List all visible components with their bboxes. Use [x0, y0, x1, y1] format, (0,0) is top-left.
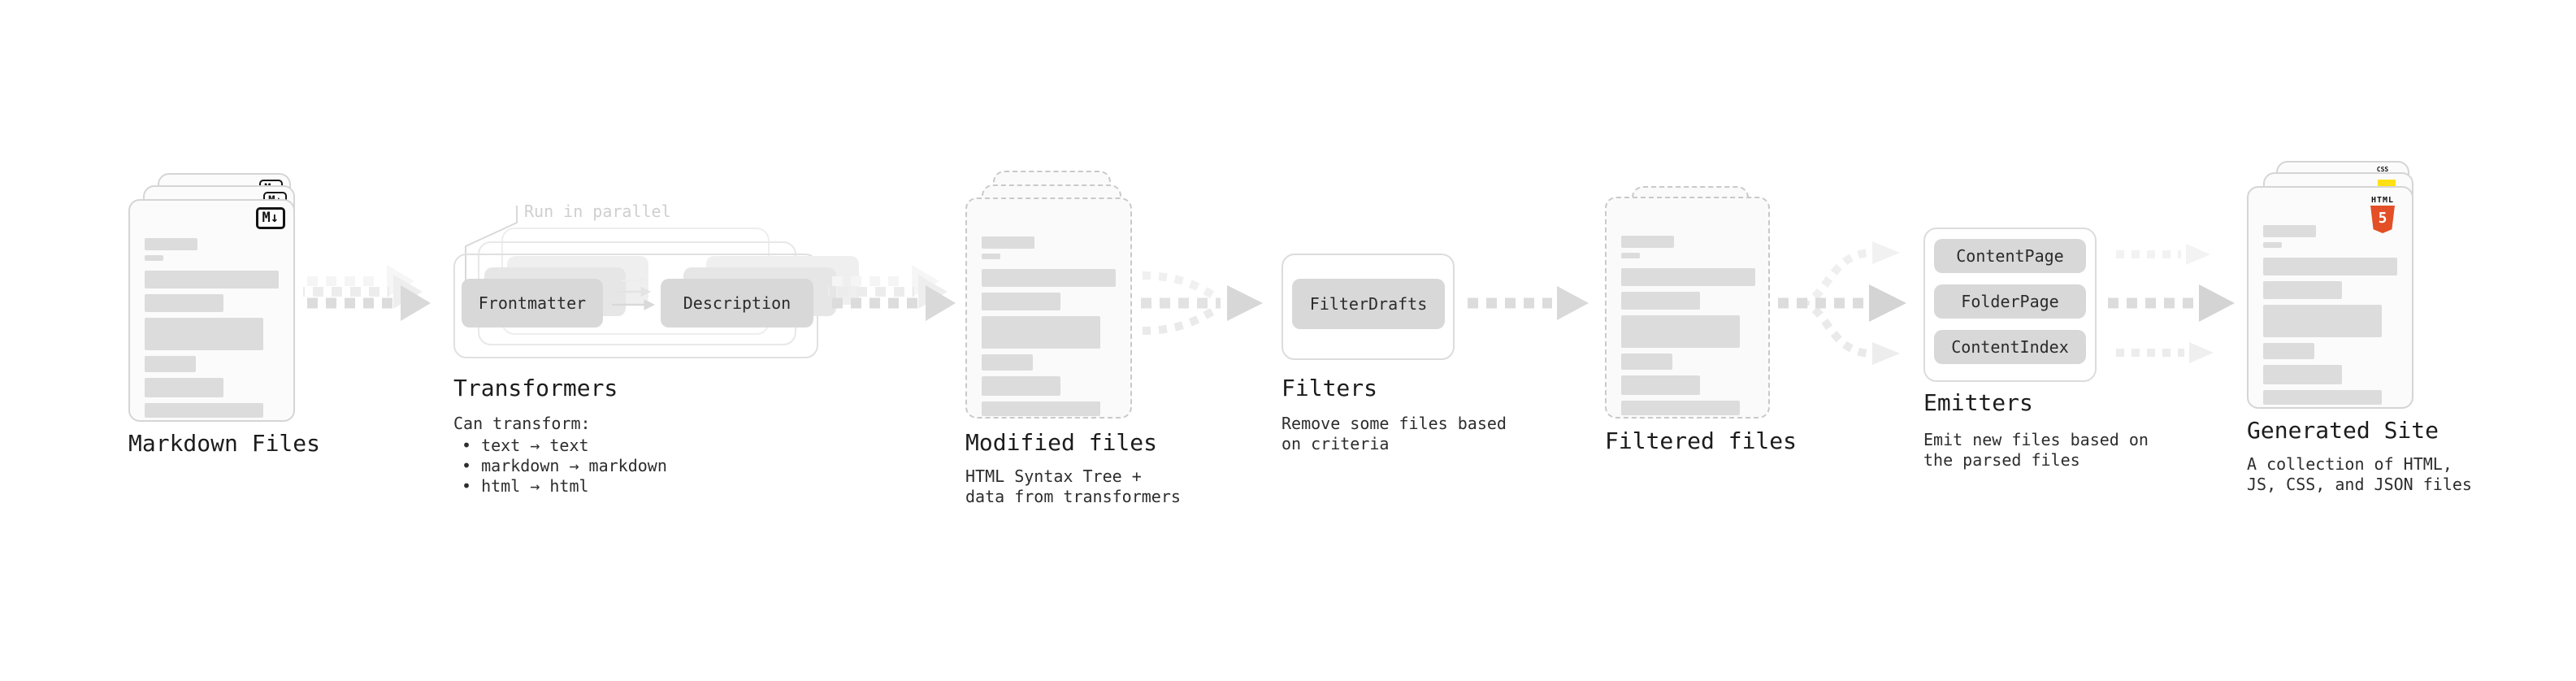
parallel-step-arrows — [612, 275, 656, 310]
transformers-bullet: • html → html — [462, 476, 589, 496]
stage-label-generated-site: Generated Site — [2247, 417, 2439, 444]
stage-label-filtered-files: Filtered files — [1605, 427, 1798, 454]
generated-site-caption: JS, CSS, and JSON files — [2247, 475, 2472, 494]
skeleton-text-bar — [2263, 281, 2342, 299]
skeleton-text-bar — [145, 238, 197, 250]
skeleton-text-bar — [145, 294, 223, 312]
skeleton-text-bar — [2263, 242, 2282, 248]
transformers-caption: Can transform: — [453, 414, 591, 433]
transformers-bullet: • text → text — [462, 436, 589, 455]
flow-arrow-4 — [1468, 286, 1589, 320]
skeleton-text-bar — [2263, 225, 2316, 237]
transformer-node-frontmatter: Frontmatter — [462, 279, 603, 327]
js-icon — [2378, 180, 2396, 189]
filter-node-filterdrafts: FilterDrafts — [1292, 279, 1445, 329]
flow-arrow-3-converge — [1141, 271, 1263, 335]
skeleton-text-bar — [1621, 401, 1740, 415]
filters-caption: on criteria — [1281, 434, 1390, 453]
modified-files-stack — [965, 171, 1136, 423]
skeleton-text-bar — [2263, 365, 2342, 384]
skeleton-text-bar — [2263, 258, 2397, 275]
skeleton-text-bar — [982, 236, 1034, 249]
markdown-icon: M↓ — [255, 207, 285, 229]
stage-label-transformers: Transformers — [453, 375, 618, 401]
generated-site-stack: CSS HTML 5 — [2247, 161, 2418, 413]
stage-label-modified-files: Modified files — [965, 429, 1158, 456]
document-sheet: HTML 5 — [2247, 186, 2413, 409]
filtered-files-stack — [1605, 186, 1776, 430]
skeleton-text-bar — [2263, 305, 2382, 337]
skeleton-text-bar — [982, 376, 1060, 396]
skeleton-text-bar — [1621, 268, 1755, 286]
skeleton-text-bar — [145, 356, 196, 372]
skeleton-text-bar — [145, 378, 223, 397]
skeleton-text-bar — [145, 271, 279, 288]
skeleton-text-bar — [1621, 236, 1674, 248]
stage-label-emitters: Emitters — [1923, 389, 2033, 416]
flow-arrow-1 — [302, 265, 431, 321]
transformers-bullet: • markdown → markdown — [462, 456, 667, 475]
skeleton-text-bar — [145, 318, 263, 350]
flow-arrow-2 — [827, 265, 956, 321]
flow-arrow-6-parallel — [2108, 244, 2235, 363]
stage-label-filters: Filters — [1281, 375, 1378, 401]
modified-files-caption: data from transformers — [965, 487, 1181, 506]
skeleton-text-bar — [982, 293, 1060, 310]
skeleton-text-bar — [982, 401, 1100, 416]
html5-icon: HTML 5 — [2365, 196, 2400, 233]
stage-label-markdown-files: Markdown Files — [128, 430, 321, 457]
transformers-group: Run in parallel Frontmatter Description — [453, 197, 859, 498]
flow-arrow-5-diverge — [1778, 241, 1906, 365]
transformer-node-description: Description — [661, 279, 813, 327]
emitter-node-folderpage: FolderPage — [1934, 284, 2086, 319]
document-sheet-dashed — [965, 197, 1132, 419]
emitters-caption: Emit new files based on — [1923, 430, 2149, 449]
filters-caption: Remove some files based — [1281, 414, 1507, 433]
skeleton-text-bar — [982, 254, 1000, 259]
run-in-parallel-label: Run in parallel — [524, 202, 671, 221]
skeleton-text-bar — [145, 403, 263, 418]
document-sheet-dashed — [1605, 197, 1770, 419]
skeleton-text-bar — [1621, 292, 1700, 310]
skeleton-text-bar — [1621, 375, 1700, 395]
skeleton-text-bar — [1621, 253, 1640, 258]
skeleton-text-bar — [1621, 354, 1672, 370]
emitters-caption: the parsed files — [1923, 450, 2080, 470]
skeleton-text-bar — [982, 354, 1033, 371]
modified-files-caption: HTML Syntax Tree + — [965, 466, 1142, 486]
skeleton-text-bar — [145, 255, 163, 261]
skeleton-text-bar — [982, 269, 1116, 287]
markdown-files-stack: M↓ M↓ M↓ — [128, 173, 299, 425]
emitter-node-contentpage: ContentPage — [1934, 239, 2086, 273]
skeleton-text-bar — [2263, 390, 2382, 405]
skeleton-text-bar — [2263, 343, 2314, 359]
emitter-node-contentindex: ContentIndex — [1934, 330, 2086, 364]
skeleton-text-bar — [982, 316, 1100, 349]
document-sheet: M↓ — [128, 199, 295, 422]
skeleton-text-bar — [1621, 315, 1740, 348]
generated-site-caption: A collection of HTML, — [2247, 454, 2452, 474]
